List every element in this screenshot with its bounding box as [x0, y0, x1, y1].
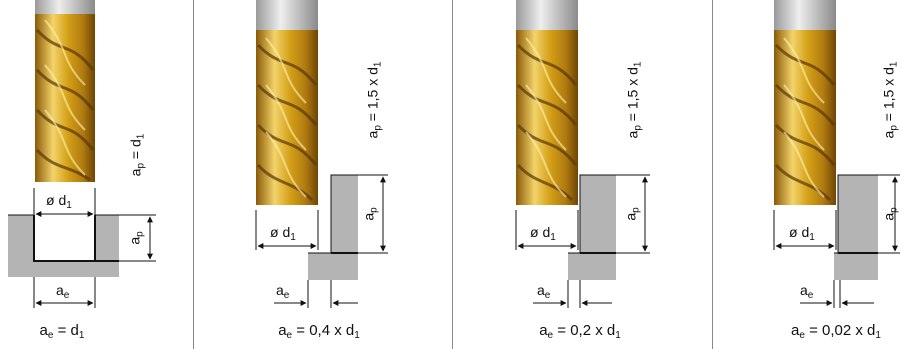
- panel-1-tool: [35, 0, 95, 182]
- panel-3-tool: [516, 0, 578, 205]
- panel-1-dia-label: ø d1: [46, 192, 72, 211]
- panel-1-ae-formula: ae = d1: [39, 322, 85, 341]
- panel-4-ae-formula: ae = 0,02 x d1: [791, 322, 881, 341]
- panel-2-ap-label: ap: [360, 207, 380, 221]
- panel-3-ae-formula: ae = 0,2 x d1: [539, 322, 621, 341]
- panel-4-ap-label: ap: [880, 207, 900, 221]
- panel-3-ap-formula: ap = 1,5 x d1: [624, 61, 644, 139]
- panel-2-ap-formula: ap = 1,5 x d1: [364, 61, 384, 139]
- panel-3-ae-label: ae: [537, 282, 551, 301]
- panel-4-dia-label: ø d1: [789, 224, 815, 243]
- panel-3-ap-label: ap: [622, 207, 642, 221]
- panel-divider: [193, 0, 194, 349]
- panel-1-workpiece: [8, 214, 119, 277]
- panel-2-dimensions: [255, 174, 388, 308]
- panel-4-workpiece: [834, 174, 878, 280]
- panel-1-ap-label: ap: [126, 231, 146, 245]
- panel-4-ap-formula: ap = 1,5 x d1: [880, 61, 900, 139]
- panel-4-ae-label: ae: [800, 282, 814, 301]
- panel-4-dimensions: [773, 174, 900, 308]
- panel-1-ae-label: ae: [56, 282, 70, 301]
- panel-1-ap-formula: ap = d1: [127, 133, 147, 177]
- panel-4-tool: [774, 0, 836, 205]
- panel-2-tool: [256, 0, 318, 205]
- panel-2-dia-label: ø d1: [270, 224, 296, 243]
- panel-3-dimensions: [515, 174, 650, 308]
- panel-1-dimensions: [33, 188, 156, 308]
- panel-3-workpiece: [568, 174, 616, 280]
- panel-3-dia-label: ø d1: [530, 224, 556, 243]
- panel-2-ae-label: ae: [276, 282, 290, 301]
- panel-divider: [452, 0, 453, 349]
- panel-2-workpiece: [308, 174, 358, 280]
- panel-divider: [712, 0, 713, 349]
- panel-2-ae-formula: ae = 0,4 x d1: [278, 322, 360, 341]
